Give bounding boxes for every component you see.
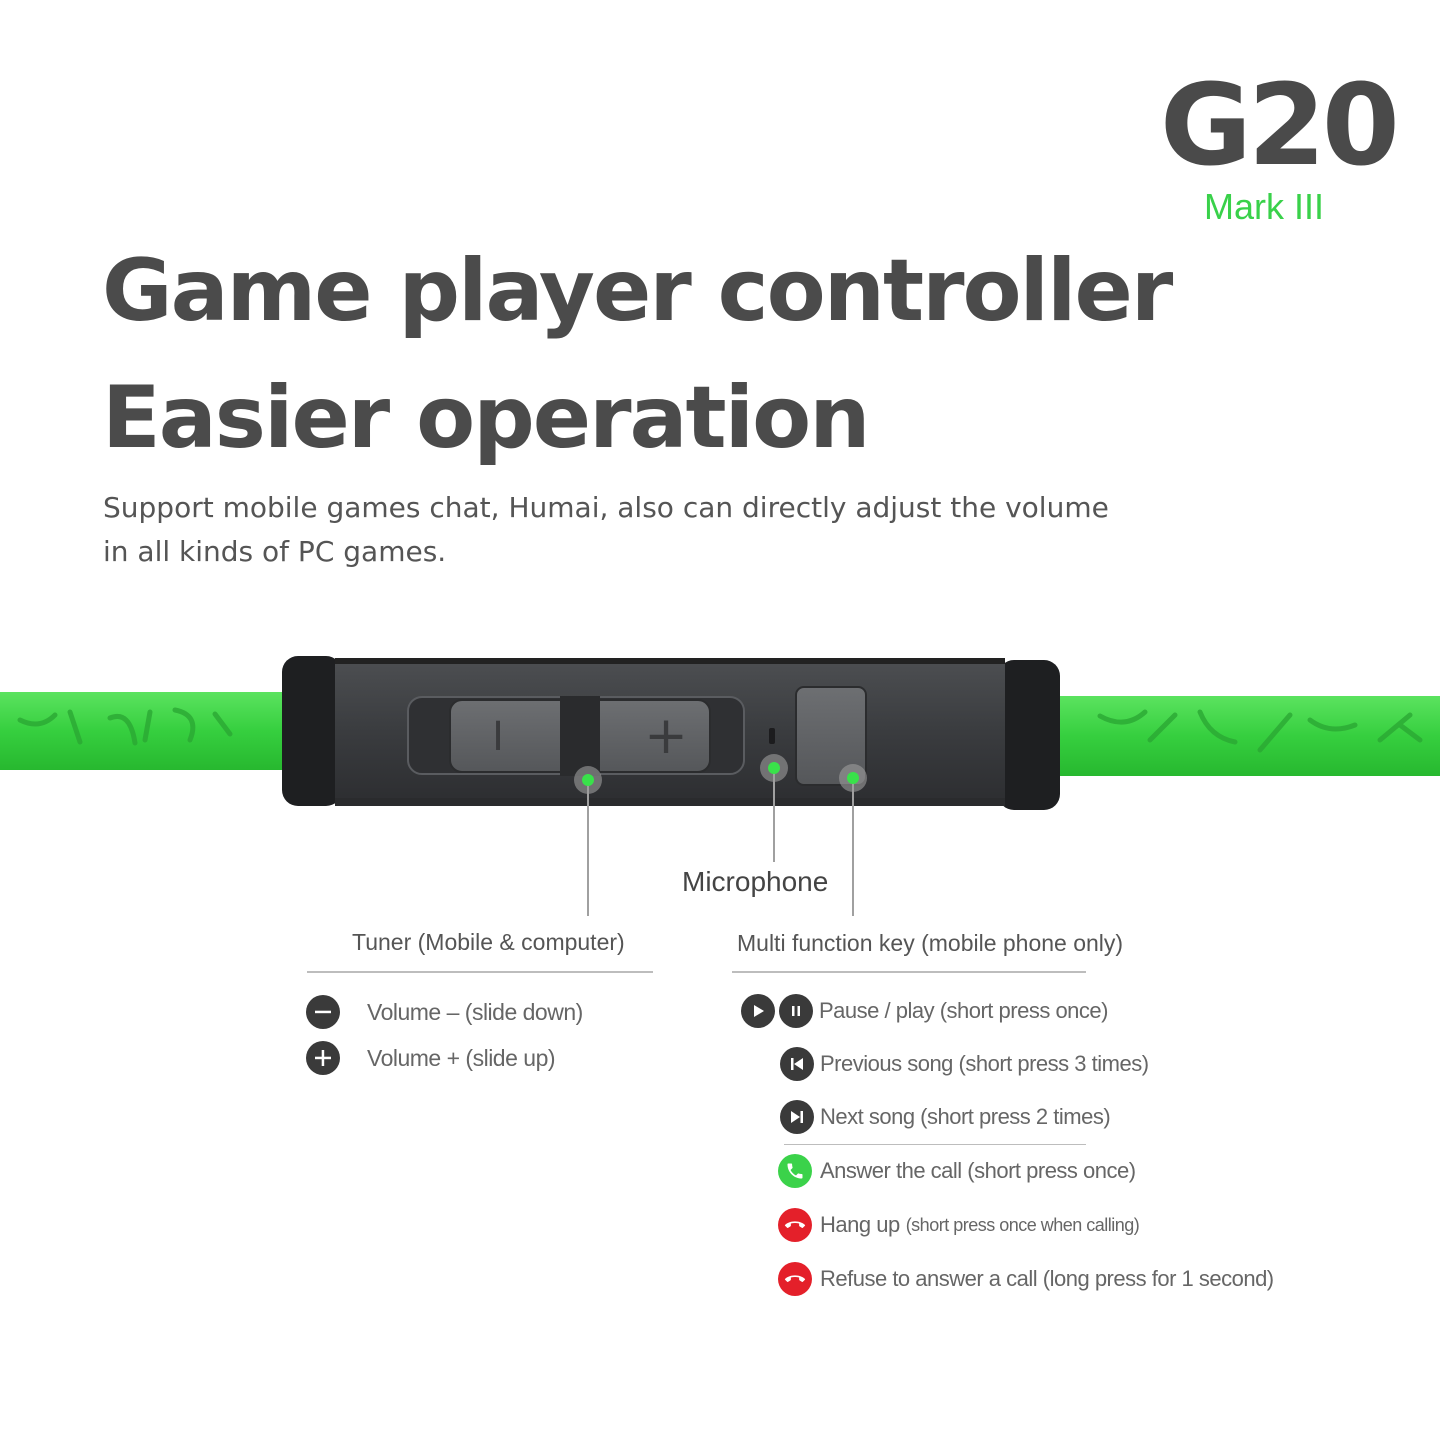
tuner-item-text: Volume – (slide down): [367, 998, 583, 1025]
end-cap-left: [282, 656, 342, 806]
pause-icon: [779, 994, 813, 1028]
phone-hangup-icon: [778, 1208, 812, 1242]
next-track-icon: [780, 1100, 814, 1134]
slider-plus-glyph: +: [644, 706, 688, 766]
mf-item-text: Previous song (short press 3 times): [820, 1051, 1149, 1076]
callout-dots: [574, 754, 867, 794]
tuner-divider: [307, 971, 653, 973]
plus-icon: [306, 1041, 340, 1075]
multifunction-divider: [732, 971, 1086, 973]
mf-item-text: Answer the call (short press once): [820, 1158, 1136, 1183]
multifunction-key: [795, 686, 867, 786]
mf-divider: [784, 1144, 1086, 1145]
minus-icon: [306, 995, 340, 1029]
product-logo-submodel: Mark III: [1204, 186, 1325, 227]
mf-item-pause-play: Pause / play (short press once): [741, 994, 1108, 1028]
microphone-label: Microphone: [682, 866, 829, 897]
tuner-label: Tuner (Mobile & computer): [352, 929, 625, 955]
mf-item-text: Hang up: [820, 1212, 900, 1237]
phone-hangup-icon: [778, 1262, 812, 1296]
tuner-item-volume-down: Volume – (slide down): [306, 995, 583, 1029]
slider-minus-glyph: I: [492, 714, 504, 760]
multifunction-label: Multi function key (mobile phone only): [737, 930, 1124, 956]
cable-right: [1050, 696, 1440, 776]
cable-left: [0, 692, 300, 770]
previous-track-icon: [780, 1047, 814, 1081]
mf-item-next-song: Next song (short press 2 times): [780, 1100, 1111, 1134]
mf-item-refuse-call: Refuse to answer a call (long press for …: [778, 1262, 1274, 1296]
mf-item-answer-call: Answer the call (short press once): [778, 1154, 1136, 1188]
mf-item-text: Refuse to answer a call (long press for …: [820, 1266, 1274, 1291]
headline-line-1: Game player controller: [102, 241, 1173, 341]
mf-item-text: Next song (short press 2 times): [820, 1104, 1111, 1129]
description-text: Support mobile games chat, Humai, also c…: [103, 491, 1109, 568]
tuner-item-volume-up: Volume + (slide up): [306, 1041, 556, 1075]
play-icon: [741, 994, 775, 1028]
end-cap-right: [998, 660, 1060, 810]
microphone-hole: [769, 728, 775, 744]
mf-item-hang-up: Hang up (short press once when calling): [778, 1208, 1140, 1242]
cable-texture: [17, 707, 1423, 753]
controller-illustration: I +: [0, 656, 1440, 916]
mf-item-note: (short press once when calling): [905, 1214, 1140, 1235]
mf-item-previous-song: Previous song (short press 3 times): [780, 1047, 1149, 1081]
tuner-item-text: Volume + (slide up): [367, 1044, 556, 1071]
phone-answer-icon: [778, 1154, 812, 1188]
slider-knob: [560, 696, 600, 776]
mf-item-text: Pause / play (short press once): [819, 998, 1108, 1023]
headline-line-2: Easier operation: [102, 368, 870, 468]
product-logo-model: G20: [1160, 61, 1400, 191]
